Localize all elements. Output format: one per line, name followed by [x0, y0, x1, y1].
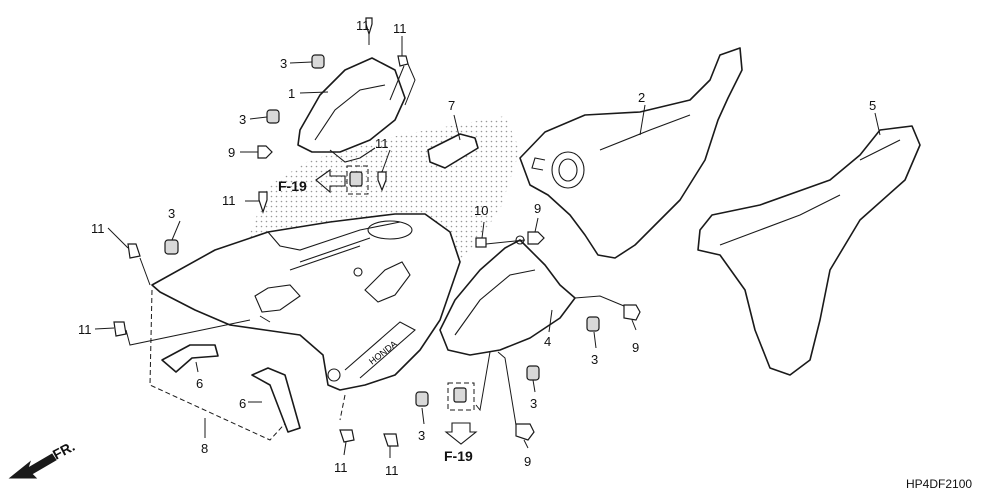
grommet-3-b: [266, 109, 280, 124]
part-8-shroud: HONDA: [151, 213, 461, 391]
grommet-3-a: [311, 54, 325, 69]
grommet-3-f: [415, 391, 429, 407]
clip-11-f: [113, 321, 127, 337]
callout-part-11: 11: [222, 193, 236, 208]
bolt-9-b: [527, 231, 545, 245]
nut-10: [475, 237, 487, 248]
part-7-pad: [427, 133, 479, 169]
callout-part-10: 10: [474, 203, 488, 218]
callout-part-8: 8: [201, 441, 208, 456]
callout-part-9: 9: [534, 201, 541, 216]
reference-f19-left: F-19: [278, 178, 307, 194]
callout-part-9: 9: [632, 340, 639, 355]
callout-part-2: 2: [638, 90, 645, 105]
part-2-side-cover: [519, 47, 743, 259]
clip-11-b: [397, 55, 409, 67]
bolt-9-d: [515, 423, 535, 441]
clip-11-a: [365, 17, 373, 37]
callout-part-3: 3: [239, 112, 246, 127]
part-6-strip-lower: [251, 367, 301, 433]
part-6-strip-upper: [161, 344, 219, 373]
callout-part-11: 11: [78, 322, 92, 337]
callout-part-11: 11: [375, 136, 389, 151]
diagram-code: HP4DF2100: [906, 477, 972, 491]
bolt-9-c: [623, 304, 641, 321]
clip-11-c: [377, 171, 387, 192]
bolt-9-a: [257, 145, 273, 159]
callout-part-7: 7: [448, 98, 455, 113]
f19-left-marker: [315, 165, 369, 195]
callout-part-5: 5: [869, 98, 876, 113]
reference-f19-bottom: F-19: [444, 448, 473, 464]
front-direction-arrow-icon: [8, 453, 57, 479]
clip-11-e: [127, 243, 141, 259]
callout-part-3: 3: [280, 56, 287, 71]
grommet-3-c: [164, 239, 179, 255]
grommet-3-d: [586, 316, 600, 332]
callout-part-6: 6: [239, 396, 246, 411]
callout-part-3: 3: [530, 396, 537, 411]
clip-11-h: [383, 433, 399, 447]
callout-part-11: 11: [393, 21, 407, 36]
callout-part-3: 3: [168, 206, 175, 221]
f19-bottom-marker: [444, 382, 478, 445]
callout-part-3: 3: [418, 428, 425, 443]
part-1-top-cover: [297, 57, 406, 163]
callout-part-11: 11: [91, 221, 105, 236]
assembly-8-outline: [149, 289, 291, 441]
callout-part-3: 3: [591, 352, 598, 367]
leader-lines: [94, 33, 881, 458]
callout-part-9: 9: [228, 145, 235, 160]
part-5-right-cover: [697, 125, 921, 376]
grommet-3-e: [526, 365, 540, 381]
callout-part-11: 11: [334, 460, 348, 475]
callout-part-11: 11: [356, 18, 370, 33]
part-4-lower-cover: [439, 235, 576, 356]
callout-part-11: 11: [385, 463, 399, 478]
callout-part-9: 9: [524, 454, 531, 469]
callout-part-4: 4: [544, 334, 551, 349]
callout-part-6: 6: [196, 376, 203, 391]
clip-11-g: [339, 429, 355, 443]
callout-part-1: 1: [288, 86, 295, 101]
clip-11-d: [258, 191, 268, 214]
